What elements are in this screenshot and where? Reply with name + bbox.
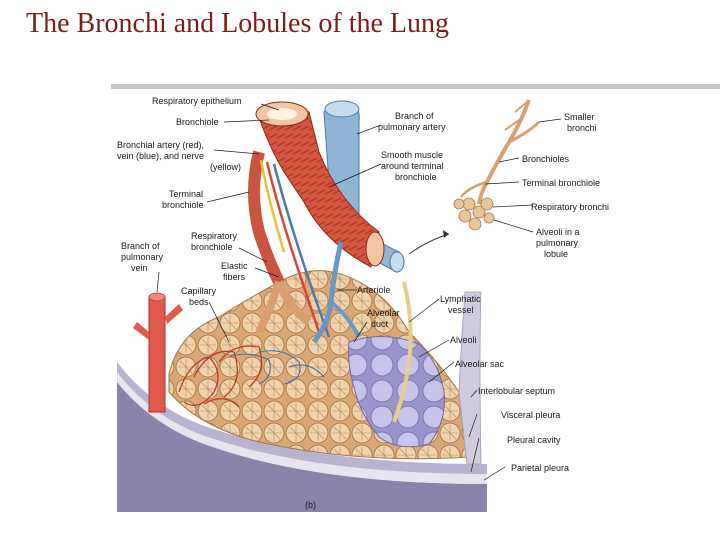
lymphatic-vessel (392, 281, 413, 423)
label-interlobular-septum: Interlobular septum (478, 386, 555, 396)
label-alveolar-duct-line2: duct (371, 319, 389, 329)
label-alveolar-sac: Alveolar sac (455, 359, 505, 369)
label-alveolar-duct-line1: Alveolar (367, 308, 400, 318)
parietal-pleura (117, 382, 487, 512)
label-respiratory-epithelium: Respiratory epithelium (152, 96, 242, 106)
label-alveoli-lobule-line2: pulmonary (536, 238, 579, 248)
pleural-cavity (117, 372, 487, 484)
label-elastic-fibers-line2: fibers (223, 272, 246, 282)
label-capillary-beds-line2: beds (189, 297, 209, 307)
label-bronchial-artery-line1: Bronchial artery (red), (117, 140, 204, 150)
label-smooth-muscle-line1: Smooth muscle (381, 150, 443, 160)
bronchial-artery (265, 161, 321, 333)
panel-label: (b) (305, 500, 316, 510)
label-pulmonary-artery-line2: pulmonary artery (378, 122, 446, 132)
bronchial-tree-inset (453, 99, 541, 231)
label-pulmonary-vein-line2: pulmonary (121, 252, 164, 262)
label-smooth-muscle-line2: around terminal (381, 161, 444, 171)
bronchiole-tube (256, 104, 380, 268)
visceral-pleura (117, 362, 487, 474)
nerve (259, 159, 286, 253)
alveolar-sac (348, 335, 445, 448)
label-pleural-cavity: Pleural cavity (507, 435, 561, 445)
label-respiratory-bronchiole-line1: Respiratory (191, 231, 238, 241)
label-bronchiole: Bronchiole (176, 117, 219, 127)
label-pulmonary-artery-line1: Branch of (395, 111, 434, 121)
lung-lobule-diagram: Respiratory epithelium Bronchiole Bronch… (109, 92, 609, 512)
label-inset-terminal-bronchiole: Terminal bronchiole (522, 178, 600, 188)
bronchial-vein (272, 163, 331, 338)
label-alveoli-lobule-line1: Alveoli in a (536, 227, 580, 237)
pulmonary-vein-branch (148, 296, 166, 413)
label-visceral-pleura: Visceral pleura (501, 410, 560, 420)
label-bronchial-artery-line2: vein (blue), and nerve (117, 151, 204, 161)
label-smaller-bronchi-line2: bronchi (567, 123, 597, 133)
slide-title: The Bronchi and Lobules of the Lung (26, 8, 450, 39)
inset-pointer-arrow (408, 233, 450, 255)
label-alveoli-lobule-line3: lobule (544, 249, 568, 259)
label-alveoli: Alveoli (450, 335, 477, 345)
label-parietal-pleura: Parietal pleura (511, 463, 569, 473)
label-capillary-beds-line1: Capillary (181, 286, 217, 296)
label-smaller-bronchi-line1: Smaller (564, 112, 595, 122)
label-lymphatic-vessel-line2: vessel (448, 305, 474, 315)
title-divider (111, 84, 720, 89)
label-bronchial-artery-line3: (yellow) (210, 162, 241, 172)
label-smooth-muscle-line3: bronchiole (395, 172, 437, 182)
label-bronchioles: Bronchioles (522, 154, 570, 164)
label-respiratory-bronchiole-line2: bronchiole (191, 242, 233, 252)
capillary-beds (178, 345, 263, 408)
terminal-bronchiole (248, 150, 285, 285)
label-terminal-bronchiole-line1: Terminal (169, 189, 203, 199)
label-inset-respiratory-bronchiole: Respiratory bronchiole (531, 202, 609, 212)
interlobular-septum (458, 291, 482, 465)
label-lymphatic-vessel-line1: Lymphatic (440, 294, 481, 304)
label-arteriole: Arteriole (357, 285, 391, 295)
label-pulmonary-vein-line3: vein (131, 263, 148, 273)
label-terminal-bronchiole-line2: bronchiole (162, 200, 204, 210)
label-pulmonary-vein-line1: Branch of (121, 241, 160, 251)
label-elastic-fibers-line1: Elastic (221, 261, 248, 271)
